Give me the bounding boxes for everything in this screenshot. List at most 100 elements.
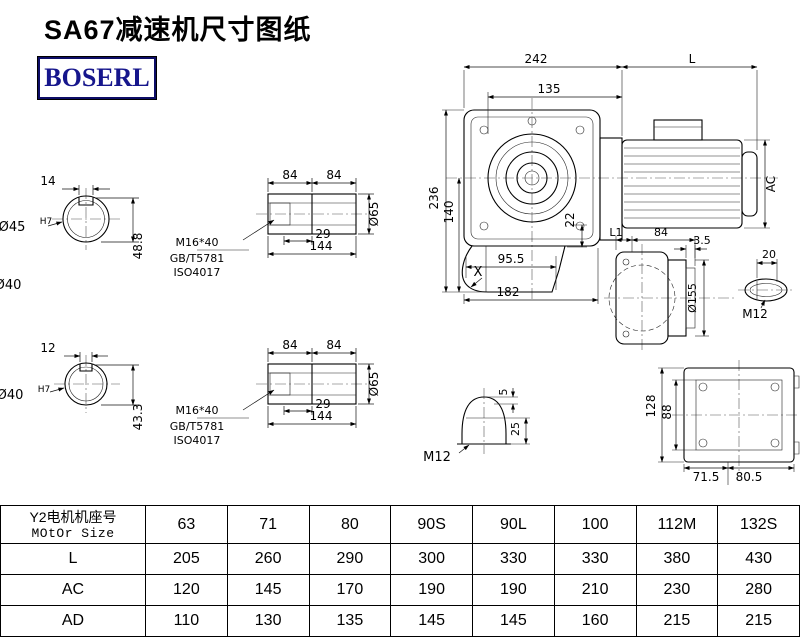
dim-keyway-depth-top: 48.8 [131, 233, 145, 260]
table-row-L: L 205 260 290 300 330 330 380 430 [0, 543, 800, 575]
size-cell: 90L [472, 505, 555, 544]
shaft-side-view-top: 84 84 29 144 Ø65 M16*40 GB/T5781 ISO4017 [170, 168, 381, 279]
shaft-end-view-top: 14 Ø45 H7 48.8 Ø40 [0, 174, 145, 293]
table-row-AC: AC 120 145 170 190 190 210 230 280 [0, 574, 800, 606]
dim-base-length: 128 [644, 395, 658, 418]
size-cell: 90S [390, 505, 473, 544]
table-cell: 205 [145, 543, 228, 575]
row-label: L [0, 543, 146, 575]
dim-base-width: 182 [497, 285, 520, 299]
table-cell: 170 [308, 574, 392, 606]
label-thread-plug: M12 [423, 450, 451, 465]
table-cell: 135 [308, 605, 392, 637]
dim-seg2-bottom: 84 [326, 338, 341, 352]
dim-keylen-bottom: 29 [315, 397, 330, 411]
plug-detail-view: 5 25 M12 [423, 388, 530, 465]
table-cell: 110 [145, 605, 228, 637]
table-cell: 210 [553, 574, 637, 606]
row-label: AC [0, 574, 146, 606]
dim-flange-dia: Ø155 [686, 283, 699, 313]
table-cell: 380 [635, 543, 719, 575]
spec-table: Y2电机机座号 MOtOr Size 63 71 80 90S 90L 100 … [0, 505, 800, 637]
label-outer-dia: Ø40 [0, 278, 21, 293]
dim-dia-bottom: Ø65 [367, 372, 381, 397]
dim-keyway-depth-bottom: 43.3 [131, 404, 145, 431]
size-cell: 63 [145, 505, 228, 544]
technical-drawing: 14 Ø45 H7 48.8 Ø40 12 Ø40 H7 43.3 [0, 52, 800, 485]
table-cell: 330 [553, 543, 637, 575]
row-label: AD [0, 605, 146, 637]
dim-seg1-bottom: 84 [282, 338, 297, 352]
size-cell: 71 [226, 505, 310, 544]
dim-totallen-bottom: 144 [310, 409, 333, 423]
label-thread-side: M12 [742, 307, 768, 321]
dim-foot-width: 95.5 [498, 252, 525, 266]
brand-logo-text: BOSERL [44, 63, 150, 92]
table-cell: 160 [553, 605, 637, 637]
dim-l1: L1 [609, 226, 622, 239]
table-cell: 330 [472, 543, 555, 575]
shaft-end-view-bottom: 12 Ø40 H7 43.3 [0, 341, 145, 430]
table-cell: 145 [472, 605, 555, 637]
gearbox-side-view: L1 84 3.5 Ø155 20 M12 [604, 226, 794, 352]
table-cell: 130 [226, 605, 310, 637]
dim-motor-length: L [689, 52, 696, 66]
motor-size-label-en: MOtOr Size [31, 525, 115, 541]
shaft-side-view-bottom: 84 84 29 144 Ø65 M16*40 GB/T5781 ISO4017 [170, 338, 381, 447]
size-cell: 100 [553, 505, 637, 544]
dim-keyway-width-bottom: 12 [40, 341, 55, 355]
label-std-iso-top: ISO4017 [174, 266, 221, 279]
motor-size-label-cn: Y2电机机座号 [29, 508, 117, 525]
dim-hole-span: 88 [660, 404, 674, 419]
table-cell: 300 [390, 543, 473, 575]
gearbox-front-view: 242 L 135 236 140 22 95.5 X [427, 52, 778, 304]
size-cell: 132S [717, 505, 800, 544]
label-std-gb-bottom: GB/T5781 [170, 420, 225, 433]
dim-seg2-top: 84 [326, 168, 341, 182]
table-cell: 290 [308, 543, 392, 575]
table-header-row: Y2电机机座号 MOtOr Size 63 71 80 90S 90L 100 … [0, 505, 800, 544]
dim-84: 84 [654, 226, 668, 239]
dim-keylen-top: 29 [315, 227, 330, 241]
dim-seg1-top: 84 [282, 168, 297, 182]
table-row-AD: AD 110 130 135 145 145 160 215 215 [0, 605, 800, 637]
label-corner-x: X [474, 265, 483, 280]
dim-lip: 3.5 [693, 234, 711, 247]
dim-overall-height: 236 [427, 187, 441, 210]
label-bolt-top: M16*40 [176, 236, 219, 249]
dim-dia-top: Ø65 [367, 202, 381, 227]
dim-flange-width: 135 [538, 82, 561, 96]
label-bolt-bottom: M16*40 [176, 404, 219, 417]
label-std-gb-top: GB/T5781 [170, 252, 225, 265]
motor-size-header-cell: Y2电机机座号 MOtOr Size [0, 505, 146, 544]
table-cell: 190 [472, 574, 555, 606]
dim-key-width: 20 [762, 248, 776, 261]
dim-overall-width: 242 [525, 52, 548, 66]
label-std-iso-bottom: ISO4017 [174, 434, 221, 447]
dim-keyway-width-top: 14 [40, 174, 55, 188]
size-cell: 112M [635, 505, 719, 544]
label-bore-tol-bottom: H7 [38, 385, 51, 395]
table-cell: 120 [145, 574, 228, 606]
table-cell: 215 [635, 605, 719, 637]
mounting-base-view: 128 88 71.5 80.5 [644, 360, 800, 485]
dim-base-width2: 80.5 [736, 470, 763, 484]
table-cell: 280 [717, 574, 800, 606]
size-cell: 80 [308, 505, 392, 544]
table-cell: 230 [635, 574, 719, 606]
table-cell: 260 [226, 543, 310, 575]
dim-plug-height: 25 [509, 422, 522, 436]
dim-motor-dia: AC [764, 176, 778, 192]
table-cell: 215 [717, 605, 800, 637]
dim-base-width1: 71.5 [693, 470, 720, 484]
dim-step: 22 [563, 212, 577, 227]
brand-logo: BOSERL [38, 57, 156, 99]
dim-totallen-top: 144 [310, 239, 333, 253]
table-cell: 430 [717, 543, 800, 575]
label-bore-bottom: Ø40 [0, 388, 23, 403]
label-bore-tol-top: H7 [40, 217, 53, 227]
table-cell: 190 [390, 574, 473, 606]
table-cell: 145 [390, 605, 473, 637]
dim-center-height: 140 [442, 201, 456, 224]
table-cell: 145 [226, 574, 310, 606]
